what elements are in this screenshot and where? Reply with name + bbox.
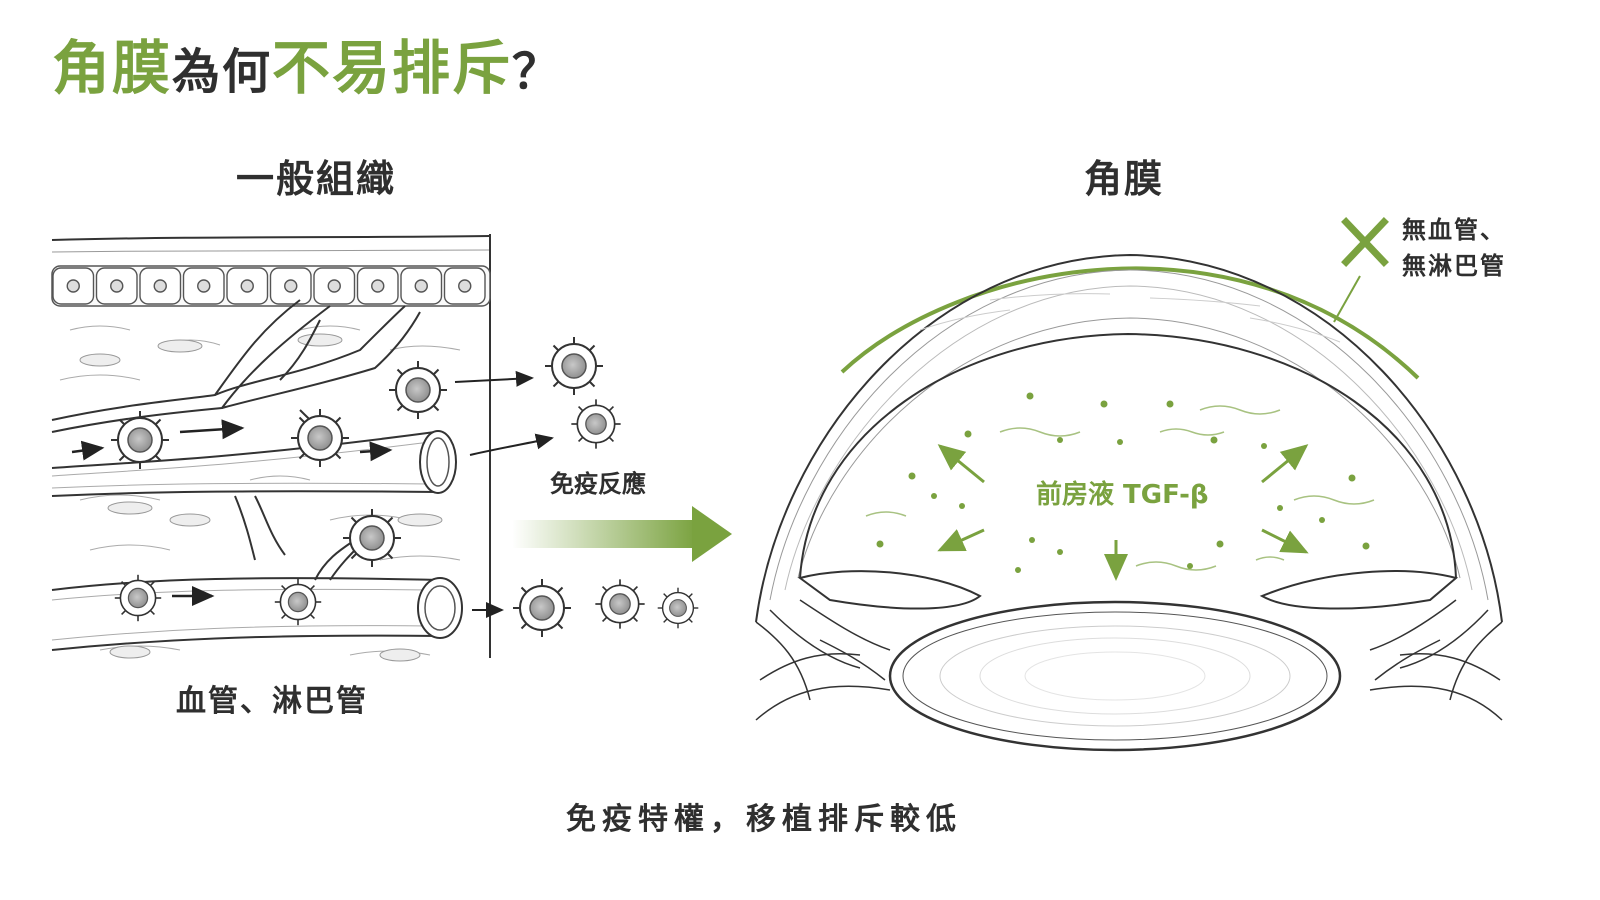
title-question: ？ [512, 44, 563, 100]
lymphatic-vessel [51, 577, 463, 651]
epithelial-nucleus [153, 279, 167, 293]
tissue-illustration [51, 234, 491, 662]
blood-vessel [51, 409, 457, 497]
epithelial-nucleus [284, 279, 298, 293]
immune-cell [290, 408, 350, 468]
x-leader-line [1333, 275, 1361, 323]
flow-arrow [359, 441, 393, 462]
title-why: 為何 [172, 44, 273, 100]
immune-response-cells [454, 336, 699, 638]
footer-conclusion: 免疫特權，移植排斥較低 [566, 802, 962, 837]
immune-cell [114, 573, 162, 623]
lens [888, 600, 1342, 752]
epithelial-nucleus [240, 279, 254, 293]
cornea-illustration [755, 217, 1503, 752]
no-vessels-line2: 無淋巴管 [1402, 252, 1506, 280]
title-not-rejected: 不易排斥 [272, 34, 513, 102]
cross-icon [1341, 217, 1389, 267]
epithelial-nucleus [327, 279, 341, 293]
flow-arrow [179, 419, 245, 440]
no-vessels-line1: 無血管、 [1402, 216, 1506, 244]
diffusion-arrows [937, 444, 1309, 581]
page-title: 角膜為何不易排斥？ [52, 30, 562, 110]
immune-cell [273, 577, 322, 627]
flow-arrow [71, 440, 105, 461]
aqueous-humor-label: 前房液 TGF-β [1036, 480, 1209, 510]
arrow-right-icon [512, 506, 732, 562]
immune-response-label: 免疫反應 [550, 470, 646, 498]
immune-cell [110, 410, 170, 470]
left-heading: 一般組織 [236, 157, 397, 201]
epithelial-nucleus [414, 279, 428, 293]
epithelial-nucleus [66, 279, 80, 293]
epithelial-nucleus [371, 279, 385, 293]
epithelial-nucleus [458, 279, 472, 293]
epithelial-nucleus [110, 279, 124, 293]
immune-cell [342, 508, 402, 568]
immune-cell [388, 360, 448, 420]
right-heading: 角膜 [1084, 157, 1165, 201]
vessels-caption: 血管、淋巴管 [176, 684, 368, 719]
title-cornea: 角膜 [52, 34, 173, 102]
tgf-beta-particles [876, 392, 1370, 573]
epithelial-nucleus [197, 279, 211, 293]
